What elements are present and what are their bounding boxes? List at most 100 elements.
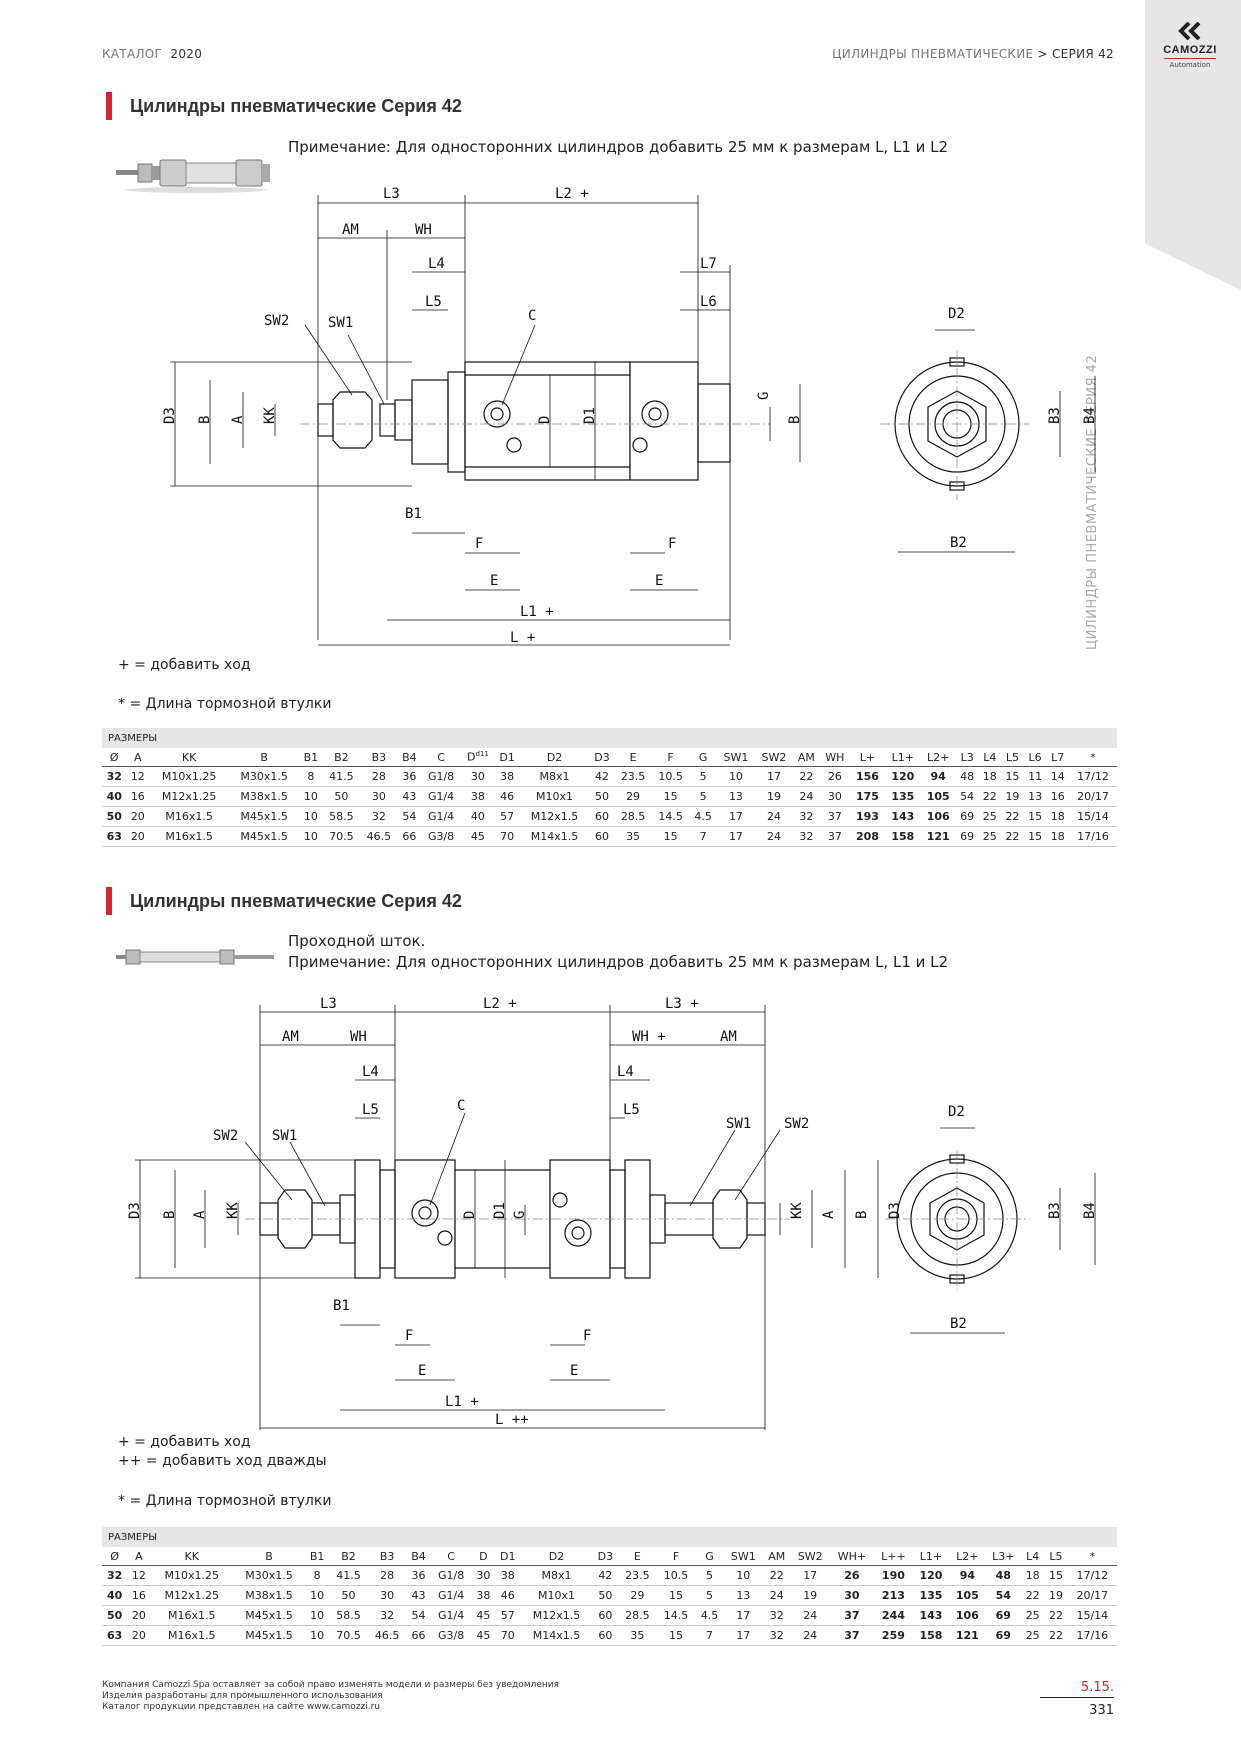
table1-cell: G1/8 [421, 766, 462, 787]
table2-cell: 15 [1044, 1565, 1068, 1586]
table2-cell: M10x1.25 [150, 1565, 233, 1586]
table2-cell: 23.5 [618, 1565, 657, 1586]
dim2-L3: L3 [320, 996, 337, 1012]
table1-cell: 32 [360, 806, 398, 827]
table2-cell: 46 [495, 1585, 521, 1606]
dim2-B: B [162, 1211, 178, 1219]
table1-cell: 16 [126, 786, 150, 807]
table2-cell: 10.5 [656, 1565, 696, 1586]
section2-accent [106, 887, 112, 915]
table2-header-cell: D1 [495, 1547, 521, 1566]
table2-cell: 22 [1044, 1625, 1068, 1646]
table1-cell: 30 [461, 766, 495, 787]
table2-cell: 158 [912, 1625, 950, 1646]
table2-header-cell: G [695, 1547, 724, 1566]
table1-cell: G1/4 [421, 786, 462, 807]
table1-cell: 20 [126, 826, 150, 847]
brand-sub: Automation [1164, 58, 1216, 69]
table1-cell: 13 [716, 786, 755, 807]
table2-cell: 18 [1021, 1565, 1045, 1586]
table1-cell: 17/16 [1069, 826, 1117, 847]
table1-cell: 17 [716, 826, 755, 847]
table2-cell: 105 [949, 1585, 986, 1606]
dim2-WH: WH [350, 1029, 367, 1045]
table1-cell: 5 [689, 786, 717, 807]
table2-cell: 37 [829, 1605, 875, 1626]
table1-cell: G3/8 [421, 826, 462, 847]
table1-cell: 69 [955, 826, 979, 847]
dim2-SW2-right: SW2 [784, 1116, 809, 1132]
table2-cell: 70 [495, 1625, 521, 1646]
table1-cell: 60 [589, 806, 615, 827]
table2-cell: 15 [656, 1585, 696, 1606]
table1-header-cell: B3 [360, 748, 398, 767]
table1-cell: M12x1.5 [519, 806, 590, 827]
table1-cell: 175 [849, 786, 886, 807]
table2-cell: 5 [695, 1565, 724, 1586]
table1-cell: 106 [920, 806, 956, 827]
table1-cell: 35 [614, 826, 652, 847]
table2-cell: 48 [985, 1565, 1022, 1586]
table1-header-cell: L1+ [885, 748, 921, 767]
table1-cell: 15/14 [1069, 806, 1117, 827]
section1-accent [106, 92, 112, 120]
table1-cell: 28.5 [614, 806, 652, 827]
section2-note2: Примечание: Для односторонних цилиндров … [288, 953, 949, 971]
table1-cell: 105 [920, 786, 956, 807]
table1-cell: 69 [955, 806, 979, 827]
table2-cell: M14x1.5 [520, 1625, 593, 1646]
table1-cell: 8 [299, 766, 323, 787]
footer-line3[interactable]: Каталог продукции представлен на сайте w… [102, 1702, 380, 1712]
table2-cell: 10 [723, 1565, 763, 1586]
dim-L7: L7 [700, 256, 717, 272]
table2-header-cell: AM [762, 1547, 791, 1566]
footer-disclaimer: Компания Camozzi Spa оставляет за собой … [102, 1680, 559, 1713]
table1-cell: 48 [955, 766, 979, 787]
dim-L6: L6 [700, 294, 717, 310]
table1-header-cell: B1 [299, 748, 323, 767]
table2-cell: M30x1.5 [232, 1565, 306, 1586]
table2-cell: 58.5 [329, 1605, 368, 1626]
table2-cell: G1/4 [430, 1585, 472, 1606]
table1-header-cell: Ø [102, 748, 127, 767]
dim2-B4: B4 [1082, 1202, 1098, 1219]
dim-L2: L2 + [555, 186, 589, 202]
table1-cell: 29 [614, 786, 652, 807]
table1-header-cell: C [421, 748, 462, 767]
dim-SW2: SW2 [264, 313, 289, 329]
dim-E-right: E [655, 573, 663, 589]
table2-cell: 120 [912, 1565, 950, 1586]
table1-cell: 19 [754, 786, 793, 807]
table1-cell: 22 [792, 766, 820, 787]
catalog-header: КАТАЛОГ 2020 [102, 47, 202, 61]
table1-cell: 135 [885, 786, 921, 807]
table1-cell: 70.5 [322, 826, 361, 847]
table2-cell: 13 [723, 1585, 763, 1606]
breadcrumb-section[interactable]: ЦИЛИНДРЫ ПНЕВМАТИЧЕСКИЕ [832, 47, 1034, 61]
table1-cell: 18 [1046, 806, 1070, 827]
dim-B2: B2 [950, 535, 967, 551]
table2-cell: 28.5 [618, 1605, 657, 1626]
table2-header-cell: SW2 [790, 1547, 830, 1566]
technical-drawing-2: L3 L2 + L3 + AM WH WH + AM L4 L5 L4 L5 S… [127, 996, 1098, 1430]
table1-cell: 50 [102, 806, 127, 827]
dim-KK: KK [262, 407, 278, 424]
table2-header-cell: L5 [1044, 1547, 1068, 1566]
section1-note: Примечание: Для односторонних цилиндров … [288, 138, 949, 156]
table1-header-cell: L6 [1023, 748, 1047, 767]
breadcrumb-sep: > [1037, 47, 1048, 61]
dim2-D3: D3 [127, 1202, 143, 1219]
dim2-B-right: B [854, 1211, 870, 1219]
table1-header-cell: L2+ [920, 748, 956, 767]
table1-cell: G1/4 [421, 806, 462, 827]
dim-L4: L4 [428, 256, 445, 272]
table1-cell: 18 [978, 766, 1002, 787]
table1-header-cell: L+ [849, 748, 886, 767]
table2-cell: 19 [790, 1585, 830, 1606]
table1-header-cell: L7 [1046, 748, 1070, 767]
table1-cell: M45x1.5 [229, 826, 300, 847]
dim2-C: C [457, 1098, 465, 1114]
